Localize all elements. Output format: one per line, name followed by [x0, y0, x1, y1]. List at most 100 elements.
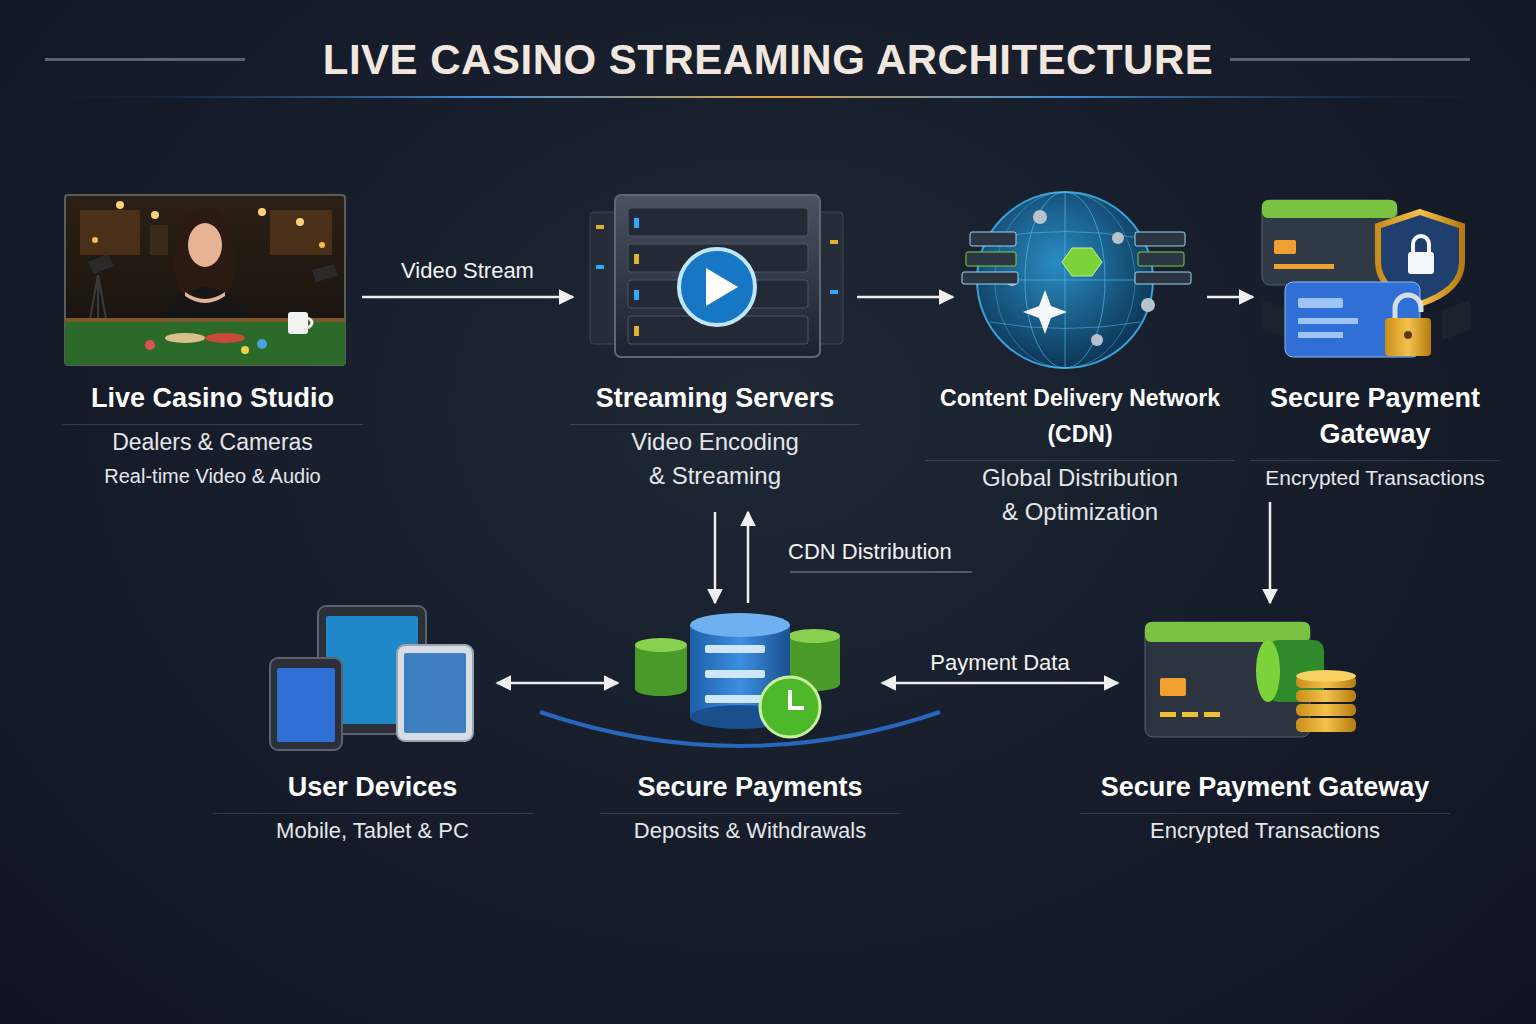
studio-illustration-part [88, 254, 114, 274]
globe-illustration [962, 192, 1191, 368]
globe-illustration-part [970, 232, 1016, 246]
globe-illustration-part [1138, 252, 1184, 266]
node-subtext: Video Encoding & Streaming [624, 425, 806, 493]
server-rack-illustration-part [596, 265, 604, 269]
devices-illustration-part [270, 658, 342, 750]
payment-gateway-illustration [1262, 200, 1470, 357]
node-box: Secure Payment GatewayEncrypted Transact… [1255, 195, 1495, 500]
node-subtext: Global Distribution & Optimization [978, 461, 1183, 529]
studio-illustration-part [165, 333, 205, 343]
node-box: Streaming ServersVideo Encoding & Stream… [575, 190, 855, 510]
devices-illustration-part [277, 668, 335, 742]
flow-arrow [882, 682, 1118, 685]
globe-illustration-part [1091, 334, 1103, 346]
devices-illustration [270, 606, 473, 750]
card-gateway-illustration-part [1145, 622, 1310, 642]
flow-arrow [362, 296, 573, 299]
server-rack-illustration [590, 195, 843, 357]
payment-gateway-illustration-part [1298, 332, 1343, 338]
payment-gateway-illustration-part [1298, 318, 1358, 324]
database-illustration-part [705, 645, 765, 653]
server-rack-illustration-part [634, 254, 639, 264]
title-rules-part [1230, 58, 1470, 61]
studio-illustration-part [145, 340, 155, 350]
node-subtext: Encrypted Transactions [1240, 461, 1510, 495]
payment-gateway-illustration-part [1274, 264, 1334, 269]
studio-illustration-part [258, 208, 266, 216]
studio-illustration-part [288, 312, 308, 334]
database-illustration-part [705, 695, 765, 703]
card-gateway-illustration-part [1204, 712, 1220, 717]
database-illustration-part [705, 670, 765, 678]
studio-illustration-part [185, 292, 225, 303]
diagram-title: LIVE CASINO STREAMING ARCHITECTURE [0, 30, 1536, 90]
studio-illustration-part [296, 218, 304, 226]
payment-gateway-illustration-part [1262, 200, 1397, 218]
node-subtext: Dealers & Cameras [63, 425, 363, 459]
globe-illustration-part [1062, 248, 1102, 276]
studio-illustration-part [319, 242, 325, 248]
globe-illustration-part [1065, 192, 1066, 368]
node-heading: Streaming Servers [570, 380, 860, 425]
database-illustration-part [690, 613, 790, 637]
globe-illustration-part [962, 272, 1018, 284]
database-illustration [540, 613, 940, 746]
node-box: Live Casino StudioDealers & CamerasReal-… [65, 190, 360, 500]
payment-gateway-illustration-part [1408, 252, 1434, 274]
server-rack-illustration-part [615, 195, 820, 357]
flow-arrow [497, 682, 618, 685]
node-subtext: Real-time Video & Audio [63, 459, 363, 493]
node-text-group: Secure Payment GatewayEncrypted Transact… [1240, 380, 1510, 495]
card-gateway-illustration-part [1160, 678, 1186, 696]
node-box: Secure PaymentsDeposits & Withdrawals [620, 605, 880, 860]
node-text-group: Content Delivery Network (CDN)Global Dis… [925, 380, 1235, 529]
studio-illustration-part [188, 223, 222, 267]
label-underline-part [790, 571, 972, 573]
card-gateway-illustration-part [1296, 718, 1356, 732]
studio-illustration-part [92, 237, 98, 243]
flow-arrow [714, 512, 717, 603]
card-gateway-illustration-part [1296, 670, 1356, 682]
globe-illustration-part [1033, 210, 1047, 224]
payment-gateway-illustration-part [1385, 318, 1431, 356]
studio-illustration-part [80, 210, 140, 255]
globe-illustration-part [1141, 298, 1155, 312]
database-illustration-part [635, 638, 687, 652]
studio-illustration-part [308, 318, 312, 328]
title-rules-part [45, 58, 245, 61]
flow-arrow [747, 512, 750, 603]
database-illustration-part [760, 677, 820, 737]
node-text-group: User DevicesMobile, Tablet & PC [213, 769, 533, 848]
studio-illustration-part [65, 195, 345, 365]
label-underline [790, 571, 972, 573]
database-illustration-part [635, 682, 687, 696]
card-gateway-illustration-part [1296, 704, 1356, 716]
payment-gateway-illustration-part [1274, 240, 1296, 254]
studio-illustration [65, 195, 345, 365]
server-rack-illustration-part [830, 240, 838, 244]
payment-gateway-illustration-part [1404, 331, 1412, 339]
studio-illustration-part [151, 211, 159, 219]
server-rack-illustration-part [634, 290, 639, 300]
database-illustration-part [788, 629, 840, 643]
globe-illustration-part [966, 252, 1016, 266]
server-rack-illustration-part [634, 326, 639, 336]
flow-arrow [1269, 502, 1272, 603]
node-subtext: Encrypted Transactions [1080, 814, 1450, 848]
card-gateway-illustration-part [1296, 690, 1356, 702]
studio-illustration-part [270, 210, 332, 255]
title-rules-part [40, 96, 1500, 98]
studio-illustration-part [241, 346, 249, 354]
server-rack-illustration-part [628, 208, 808, 236]
node-box: User DevicesMobile, Tablet & PC [250, 600, 495, 860]
globe-illustration-part [1112, 232, 1124, 244]
node-text-group: Secure Payment GatewayEncrypted Transact… [1080, 769, 1450, 848]
node-heading: Content Delivery Network (CDN) [925, 380, 1235, 461]
globe-illustration-part [1023, 290, 1067, 334]
studio-illustration-part [116, 201, 124, 209]
server-rack-illustration-part [830, 290, 838, 294]
devices-illustration-part [404, 653, 466, 733]
